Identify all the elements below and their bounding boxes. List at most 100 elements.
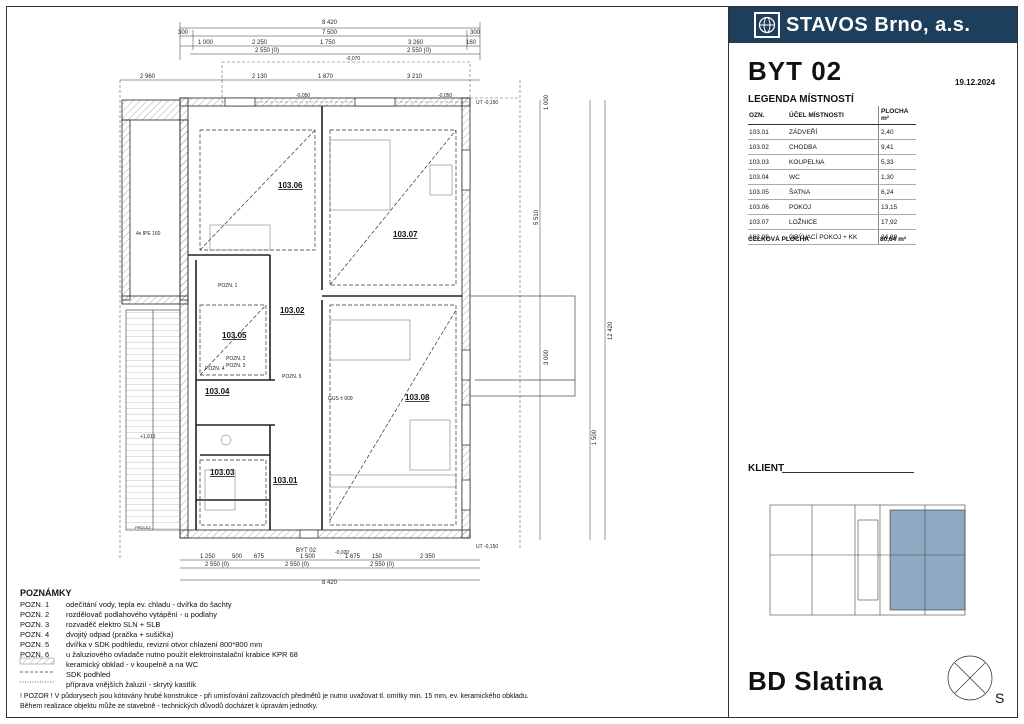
svg-text:3 260: 3 260 <box>408 40 424 46</box>
svg-text:1 675: 1 675 <box>345 554 361 560</box>
project-name: BD Slatina <box>748 666 884 696</box>
room-label-103-03: 103.03 <box>210 468 235 477</box>
windows <box>224 97 471 539</box>
pozn-tags: POZN. 1 POZN. 4 POZN. 2 POZN. 3 POZN. 5 <box>205 283 302 380</box>
dimension-text-top: 8 420 300 7 500 300 1 000 2 250 1 750 3 … <box>140 20 481 80</box>
globe-logo-icon <box>754 12 780 38</box>
hatch-note: PRŮLEZ <box>135 525 151 530</box>
col-header-id: OZN. <box>748 106 788 125</box>
room-label-103-05: 103.05 <box>222 331 247 340</box>
dimension-text-bottom: 1 250 500 675 1 500 1 675 150 2 350 2 55… <box>200 554 436 586</box>
staircase <box>125 309 181 531</box>
svg-text:GUS ± 009: GUS ± 009 <box>328 396 353 402</box>
terrace <box>469 295 576 397</box>
note-legend-item: keramický obklad - v koupelně a na WC <box>66 660 199 669</box>
outer-walls <box>121 97 471 539</box>
svg-text:-0,050: -0,050 <box>296 93 310 99</box>
svg-text:500: 500 <box>232 554 243 560</box>
svg-text:UT -0,150: UT -0,150 <box>476 544 498 550</box>
svg-text:2 550 (0): 2 550 (0) <box>205 562 229 568</box>
compass-icon <box>947 655 993 701</box>
brand-header: STAVOS Brno, a.s. <box>729 7 1017 43</box>
svg-text:2 960: 2 960 <box>140 74 156 80</box>
notes-title: POZNÁMKY <box>20 588 72 598</box>
svg-text:3 000: 3 000 <box>544 349 550 365</box>
svg-text:1 000: 1 000 <box>198 40 214 46</box>
room-label-103-06: 103.06 <box>278 181 303 190</box>
svg-text:-0,020: -0,020 <box>335 550 349 556</box>
dim-overall-bottom: 8 420 <box>322 580 338 586</box>
flat-title: BYT 02 <box>748 56 843 86</box>
warning-note: ! POZOR ! V půdorysech jsou kótovány hru… <box>20 693 529 710</box>
svg-text:1 500: 1 500 <box>592 429 598 445</box>
room-label-103-08: 103.08 <box>405 393 430 402</box>
furniture <box>204 139 457 511</box>
svg-text:160: 160 <box>466 40 477 46</box>
col-header-area: PLOCHA m² <box>878 106 916 125</box>
svg-text:1 500: 1 500 <box>300 554 316 560</box>
room-label-103-01: 103.01 <box>273 476 298 485</box>
client-underline <box>782 472 914 473</box>
key-plan-highlight <box>889 509 966 611</box>
svg-text:2 130: 2 130 <box>252 74 268 80</box>
svg-text:UT -0,150: UT -0,150 <box>476 100 498 106</box>
level-annotations: UT -0,150 -0,070 -0,050 -0,050 -0,020 UT… <box>296 56 498 556</box>
room-label-103-07: 103.07 <box>393 230 418 239</box>
client-label: KLIENT <box>748 463 785 474</box>
svg-text:1 000: 1 000 <box>544 94 550 110</box>
total-area: CELKOVÁ PLOCHA 80,64 m² <box>748 236 916 243</box>
room-label-103-04: 103.04 <box>205 387 230 396</box>
svg-text:2 250: 2 250 <box>252 40 268 46</box>
room-labels: 103.06 103.07 103.02 103.05 103.08 103.0… <box>205 181 430 485</box>
legend-title: LEGENDA MÍSTNOSTÍ <box>748 94 854 105</box>
svg-text:1 870: 1 870 <box>318 74 334 80</box>
svg-text:POZN. 5: POZN. 5 <box>282 374 302 380</box>
room-label-103-02: 103.02 <box>280 306 305 315</box>
svg-text:675: 675 <box>254 554 265 560</box>
brand-name: STAVOS Brno, a.s. <box>786 13 971 36</box>
table-header-row: OZN. ÚČEL MÍSTNOSTI PLOCHA m² <box>748 106 916 125</box>
note-legend-item: příprava vnějších žaluzií - skrytý kastl… <box>66 680 197 689</box>
svg-text:-0,050: -0,050 <box>438 93 452 99</box>
svg-text:1 750: 1 750 <box>320 40 336 46</box>
compass-label: S <box>995 690 1005 706</box>
dimension-lines-right <box>539 100 606 540</box>
svg-text:7 500: 7 500 <box>322 30 338 36</box>
interior-walls <box>188 106 462 530</box>
title-block-divider <box>728 6 729 718</box>
total-area-value: 80,64 m² <box>880 236 907 243</box>
svg-text:5 510: 5 510 <box>534 209 540 225</box>
flat-entry-label: BYT 02 <box>296 548 317 554</box>
notes-symbols <box>19 657 55 683</box>
dimension-lines-bottom <box>180 559 480 581</box>
key-plan <box>760 500 975 625</box>
svg-text:POZN. 3: POZN. 3 <box>226 363 246 369</box>
svg-text:2 550 (0): 2 550 (0) <box>255 48 279 54</box>
svg-text:POZN. 4: POZN. 4 <box>205 366 225 372</box>
beam-note: 4x IPE 160 <box>136 231 161 237</box>
svg-text:POZN. 2: POZN. 2 <box>226 356 246 362</box>
svg-text:2 550 (0): 2 550 (0) <box>407 48 431 54</box>
svg-text:2 550 (0): 2 550 (0) <box>370 562 394 568</box>
svg-text:1 250: 1 250 <box>200 554 216 560</box>
dim-overall-top: 8 420 <box>322 20 338 26</box>
svg-text:300: 300 <box>470 30 481 36</box>
drawing-date: 19.12.2024 <box>955 78 996 87</box>
svg-text:POZN. 1: POZN. 1 <box>218 283 238 289</box>
svg-text:-0,070: -0,070 <box>346 56 360 62</box>
svg-text:2 550 (0): 2 550 (0) <box>285 562 309 568</box>
